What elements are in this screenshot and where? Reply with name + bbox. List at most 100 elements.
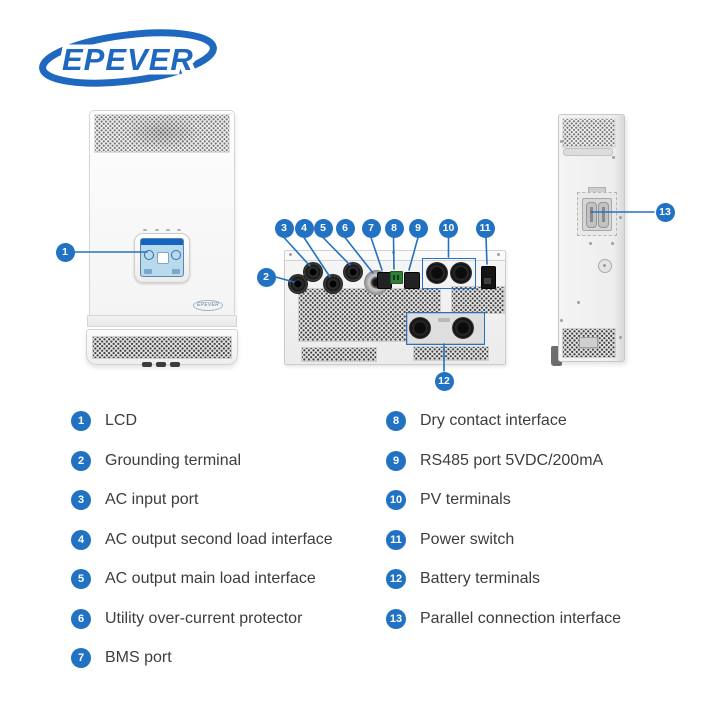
lcd-status-bar (141, 239, 183, 245)
logo-swoosh-icon (39, 29, 217, 87)
legend-item: 2 Grounding terminal (71, 450, 333, 471)
side-view-foot (551, 346, 562, 366)
legend-label: Battery terminals (420, 570, 541, 587)
pv-terminal-positive (426, 262, 448, 284)
legend-label: AC output main load interface (105, 570, 316, 587)
legend-badge: 3 (71, 490, 91, 510)
parallel-connector-slot (598, 202, 609, 228)
callout-marker-11: 11 (475, 218, 495, 238)
bottom-right-vent-grille (451, 286, 505, 314)
bottom-view-panel (284, 250, 506, 365)
legend-badge: 1 (71, 411, 91, 431)
legend-label: LCD (105, 412, 138, 429)
ac-output-second-load-interface (323, 274, 343, 294)
legend-item: 10 PV terminals (386, 490, 621, 510)
callout-marker-2: 2 (256, 267, 276, 287)
legend-item: 1 LCD (71, 411, 333, 431)
legend-label: Power switch (420, 530, 515, 548)
callout-marker-7: 7 (361, 218, 381, 238)
front-view-base (86, 329, 238, 365)
lcd-button-right (172, 269, 180, 274)
legend-left-column: 1 LCD 2 Grounding terminal 3 AC input po… (71, 411, 333, 688)
callout-marker-1: 1 (55, 242, 75, 262)
legend-item: 11 Power switch (386, 529, 621, 550)
ac-input-port (303, 262, 323, 282)
ac-output-main-load-interface (343, 262, 363, 282)
legend-label: BMS port (105, 649, 172, 666)
legend-label: RS485 port 5VDC/200mA (420, 451, 604, 469)
screw (560, 319, 563, 322)
front-top-vent-grille (94, 114, 230, 153)
front-bottom-vent-grille (92, 336, 232, 359)
indicator-light (166, 229, 170, 231)
logo-text: EPEVER (62, 42, 194, 77)
indicator-light (143, 229, 147, 231)
screw (619, 216, 622, 219)
legend-item: 6 Utility over-current protector (71, 608, 333, 629)
power-switch (481, 266, 496, 289)
parallel-connection-interface (577, 192, 617, 236)
callout-marker-8: 8 (384, 218, 404, 238)
bottom-right-lower-grille (413, 346, 489, 361)
device-brand-label: EPEVER (193, 300, 223, 311)
indicator-light (155, 229, 159, 231)
lcd-bezel (134, 233, 190, 283)
callout-marker-5: 5 (313, 218, 333, 238)
lcd-screen (140, 238, 184, 277)
brand-logo: EPEVER (39, 29, 217, 87)
legend-item: 9 RS485 port 5VDC/200mA (386, 450, 621, 471)
callout-marker-12: 12 (434, 371, 454, 391)
battery-terminal-positive (409, 317, 431, 339)
legend-badge: 5 (71, 569, 91, 589)
legend-badge: 8 (386, 411, 406, 431)
legend-label: Parallel connection interface (420, 609, 622, 627)
legend-label: AC output second load interface (105, 530, 333, 548)
legend-label: Dry contact interface (420, 412, 567, 429)
front-bottom-connector (170, 362, 180, 367)
screw (560, 140, 563, 143)
legend-badge: 13 (386, 608, 406, 629)
callout-marker-10: 10 (439, 218, 458, 238)
callout-marker-13: 13 (655, 202, 675, 222)
legend-right-column: 8 Dry contact interface 9 RS485 port 5VD… (386, 411, 621, 648)
screw (611, 242, 614, 245)
screw (577, 301, 580, 304)
callout-marker-3: 3 (274, 218, 294, 238)
parallel-connector-housing (582, 198, 612, 231)
fan-shadow (120, 114, 204, 151)
lcd-gauge-icon (171, 250, 181, 260)
front-view-skirt (87, 315, 237, 327)
screw (612, 156, 615, 159)
screw (392, 251, 395, 254)
side-bottom-plate (579, 337, 598, 348)
lcd-home-icon (157, 252, 169, 264)
legend-item: 5 AC output main load interface (71, 569, 333, 589)
legend-badge: 9 (386, 450, 406, 471)
legend-badge: 7 (71, 648, 91, 668)
screw (497, 253, 500, 256)
legend-badge: 10 (386, 490, 406, 510)
callout-marker-9: 9 (408, 218, 428, 238)
pv-terminal-negative (450, 262, 472, 284)
legend-badge: 11 (386, 529, 406, 550)
pv-terminals-highlight-box (422, 258, 476, 289)
legend-item: 4 AC output second load interface (71, 529, 333, 550)
lcd-gauge-icon (144, 250, 154, 260)
screw (589, 242, 592, 245)
battery-terminal-negative (452, 317, 474, 339)
legend-item: 3 AC input port (71, 490, 333, 510)
legend-badge: 2 (71, 450, 91, 471)
dry-contact-interface (390, 271, 403, 284)
legend-label: AC input port (105, 491, 199, 508)
screw (289, 253, 292, 256)
lcd-button-left (144, 269, 152, 274)
indicator-light (177, 229, 181, 231)
legend-label: Utility over-current protector (105, 609, 303, 627)
legend-item: 7 BMS port (71, 648, 333, 668)
legend-item: 13 Parallel connection interface (386, 608, 622, 629)
front-bottom-connector (156, 362, 166, 367)
legend-label: PV terminals (420, 491, 511, 508)
battery-plate-marking (438, 318, 450, 322)
legend-item: 8 Dry contact interface (386, 411, 621, 431)
